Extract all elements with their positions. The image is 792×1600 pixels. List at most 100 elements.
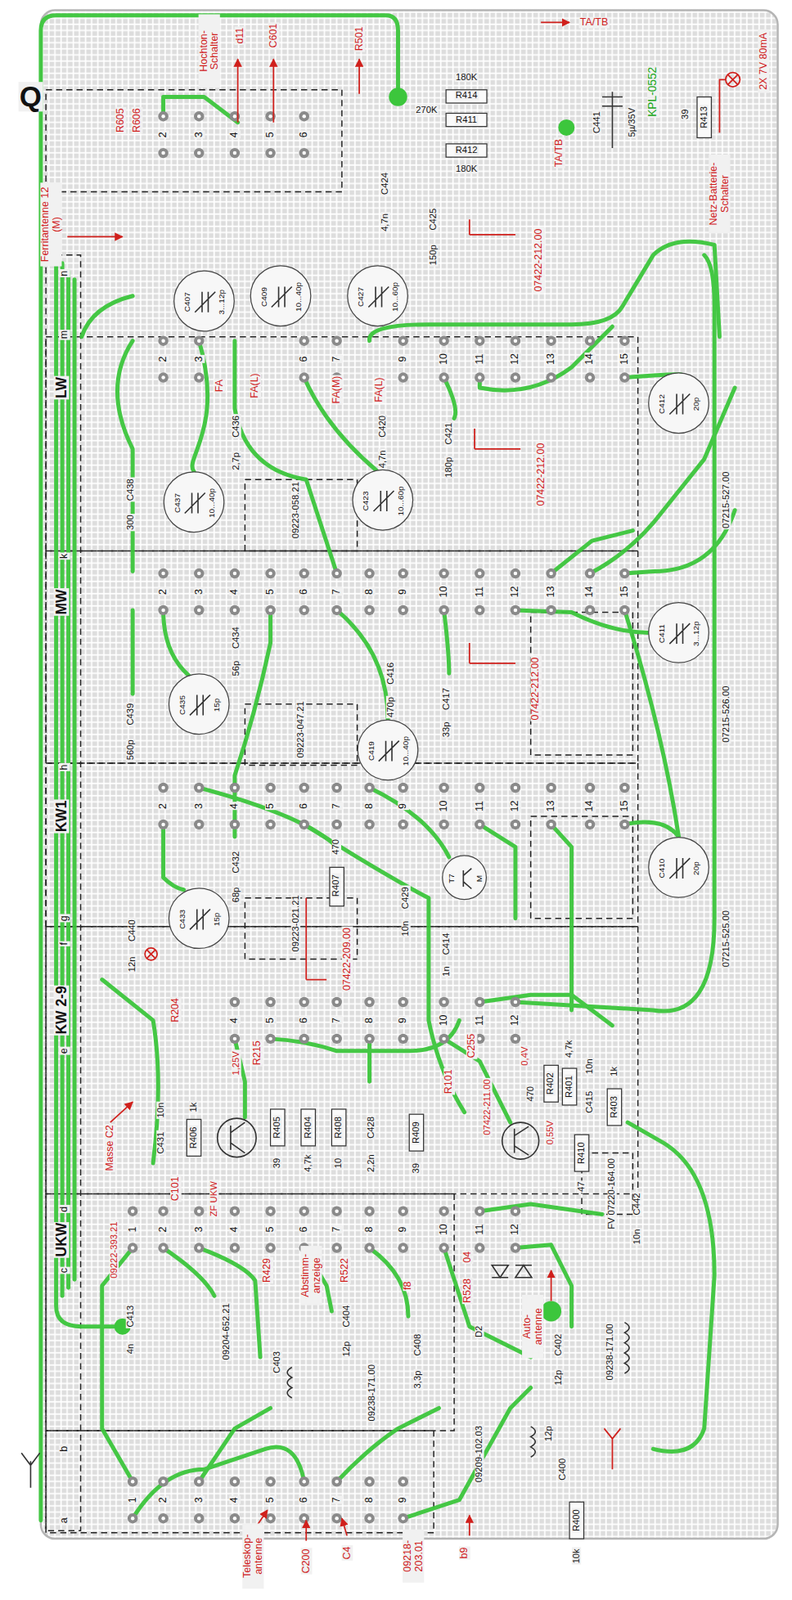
pad-hole (334, 1480, 338, 1484)
part-label: FV 07220-164.00 (607, 1157, 618, 1231)
trace-or-symbol (147, 949, 156, 959)
part-label: R402 (546, 1071, 557, 1096)
trace-or-symbol (369, 787, 450, 858)
pin-number: 9 (397, 1017, 409, 1025)
pin-number: 8 (364, 588, 375, 596)
pad-hole (233, 1037, 237, 1041)
trace-or-symbol (66, 271, 71, 1288)
pad-hole (513, 338, 518, 342)
pad-hole (588, 823, 592, 827)
pad-or-symbol (217, 1118, 257, 1157)
solder-pad (265, 1242, 275, 1253)
trace-or-symbol (469, 219, 516, 235)
pin-number: 12 (509, 1223, 521, 1237)
solder-pad (331, 605, 342, 616)
trace-or-symbol (272, 58, 275, 122)
pad-hole (588, 338, 592, 342)
pin-number: 5 (265, 1496, 276, 1504)
trace-or-symbol (469, 643, 516, 664)
pin-number: 10 (438, 585, 450, 599)
solder-pad (438, 1242, 449, 1253)
solder-pad (265, 1513, 275, 1524)
trace-or-symbol (444, 1039, 511, 1123)
pad-hole (301, 1480, 306, 1484)
trace-or-symbol (237, 58, 239, 122)
solder-pad (474, 605, 485, 616)
solder-pad (619, 335, 630, 346)
pin-number: 8 (364, 1017, 375, 1025)
solder-pad (364, 1034, 374, 1044)
pad-hole (441, 1000, 446, 1004)
solder-pad (364, 997, 374, 1008)
pin-number: 12 (509, 1013, 521, 1027)
drawing-group (40, 15, 735, 1521)
part-label: C416 (386, 661, 396, 686)
trimmer-capacitor: C42710...60p (346, 265, 409, 327)
pin-number: 3 (193, 802, 205, 810)
trace-or-symbol (60, 263, 65, 1296)
pin-number: 9 (397, 1496, 409, 1504)
solder-pad (193, 1242, 204, 1253)
pad-hole (477, 1037, 482, 1041)
solder-pad (157, 819, 168, 830)
part-label: 10n (401, 920, 412, 938)
part-label: 180K (454, 164, 479, 175)
part-label: 09204-652.21 (221, 1302, 232, 1362)
part-label: 270K (414, 105, 439, 116)
part-label: 1n (441, 965, 452, 978)
part-label: FA (214, 378, 225, 394)
solder-pad (619, 568, 630, 579)
solder-pad (193, 783, 204, 793)
pin-number: 2 (157, 355, 169, 363)
part-label: C4 (342, 1545, 353, 1561)
board-shape (40, 9, 779, 1539)
solder-pad (364, 783, 374, 793)
trace-or-symbol (514, 1126, 529, 1156)
part-label: C428 (366, 1116, 377, 1140)
part-label: C403 (272, 1350, 283, 1375)
pad-hole (622, 338, 626, 342)
pad-hole (622, 608, 626, 612)
part-label: KPL-0552 (647, 65, 659, 118)
pin-number: 11 (474, 1014, 486, 1027)
board-shape (244, 898, 357, 960)
trace-or-symbol (337, 1408, 440, 1482)
trace-or-symbol (192, 341, 208, 473)
part-label: R412 (454, 146, 478, 157)
solder-pad (331, 335, 342, 346)
pad-hole (622, 571, 626, 576)
component-name: C427 (357, 287, 366, 307)
pin-number: 5 (265, 588, 276, 596)
pad-hole (477, 338, 482, 342)
pin-number: 6 (298, 1496, 310, 1504)
pad-hole (268, 1209, 272, 1213)
pin-number: 2 (157, 1496, 169, 1504)
trace-or-symbol (163, 97, 239, 123)
trace-or-symbol (163, 824, 185, 891)
solder-pad (157, 148, 168, 158)
trace-or-symbol (627, 1122, 715, 1452)
solder-pad (364, 819, 374, 830)
part-label: 47 (576, 1180, 587, 1193)
trace-or-symbol (130, 610, 135, 694)
pin-number: 5 (265, 1225, 276, 1233)
part-label: 470 (526, 1085, 536, 1103)
part-label: Teleskop-antenne (242, 1523, 264, 1589)
solder-pad (438, 1034, 449, 1044)
solder-pad (545, 568, 556, 579)
pin-number: 15 (619, 799, 630, 813)
part-label: 180p (444, 456, 455, 479)
solder-pad (157, 1513, 168, 1524)
part-label: C442 (633, 1192, 644, 1216)
part-label: R204 (170, 997, 181, 1024)
solder-pad (510, 372, 521, 383)
solder-pad (619, 819, 630, 830)
solder-pad (510, 997, 521, 1008)
pad-hole (161, 151, 165, 155)
pin-number: 10 (438, 352, 450, 366)
pin-number: 4 (229, 130, 240, 139)
pad-or-symbol (388, 87, 407, 106)
part-label: C431 (156, 1130, 167, 1155)
pad-hole (400, 786, 405, 790)
component-value: 10...40p (295, 282, 304, 312)
